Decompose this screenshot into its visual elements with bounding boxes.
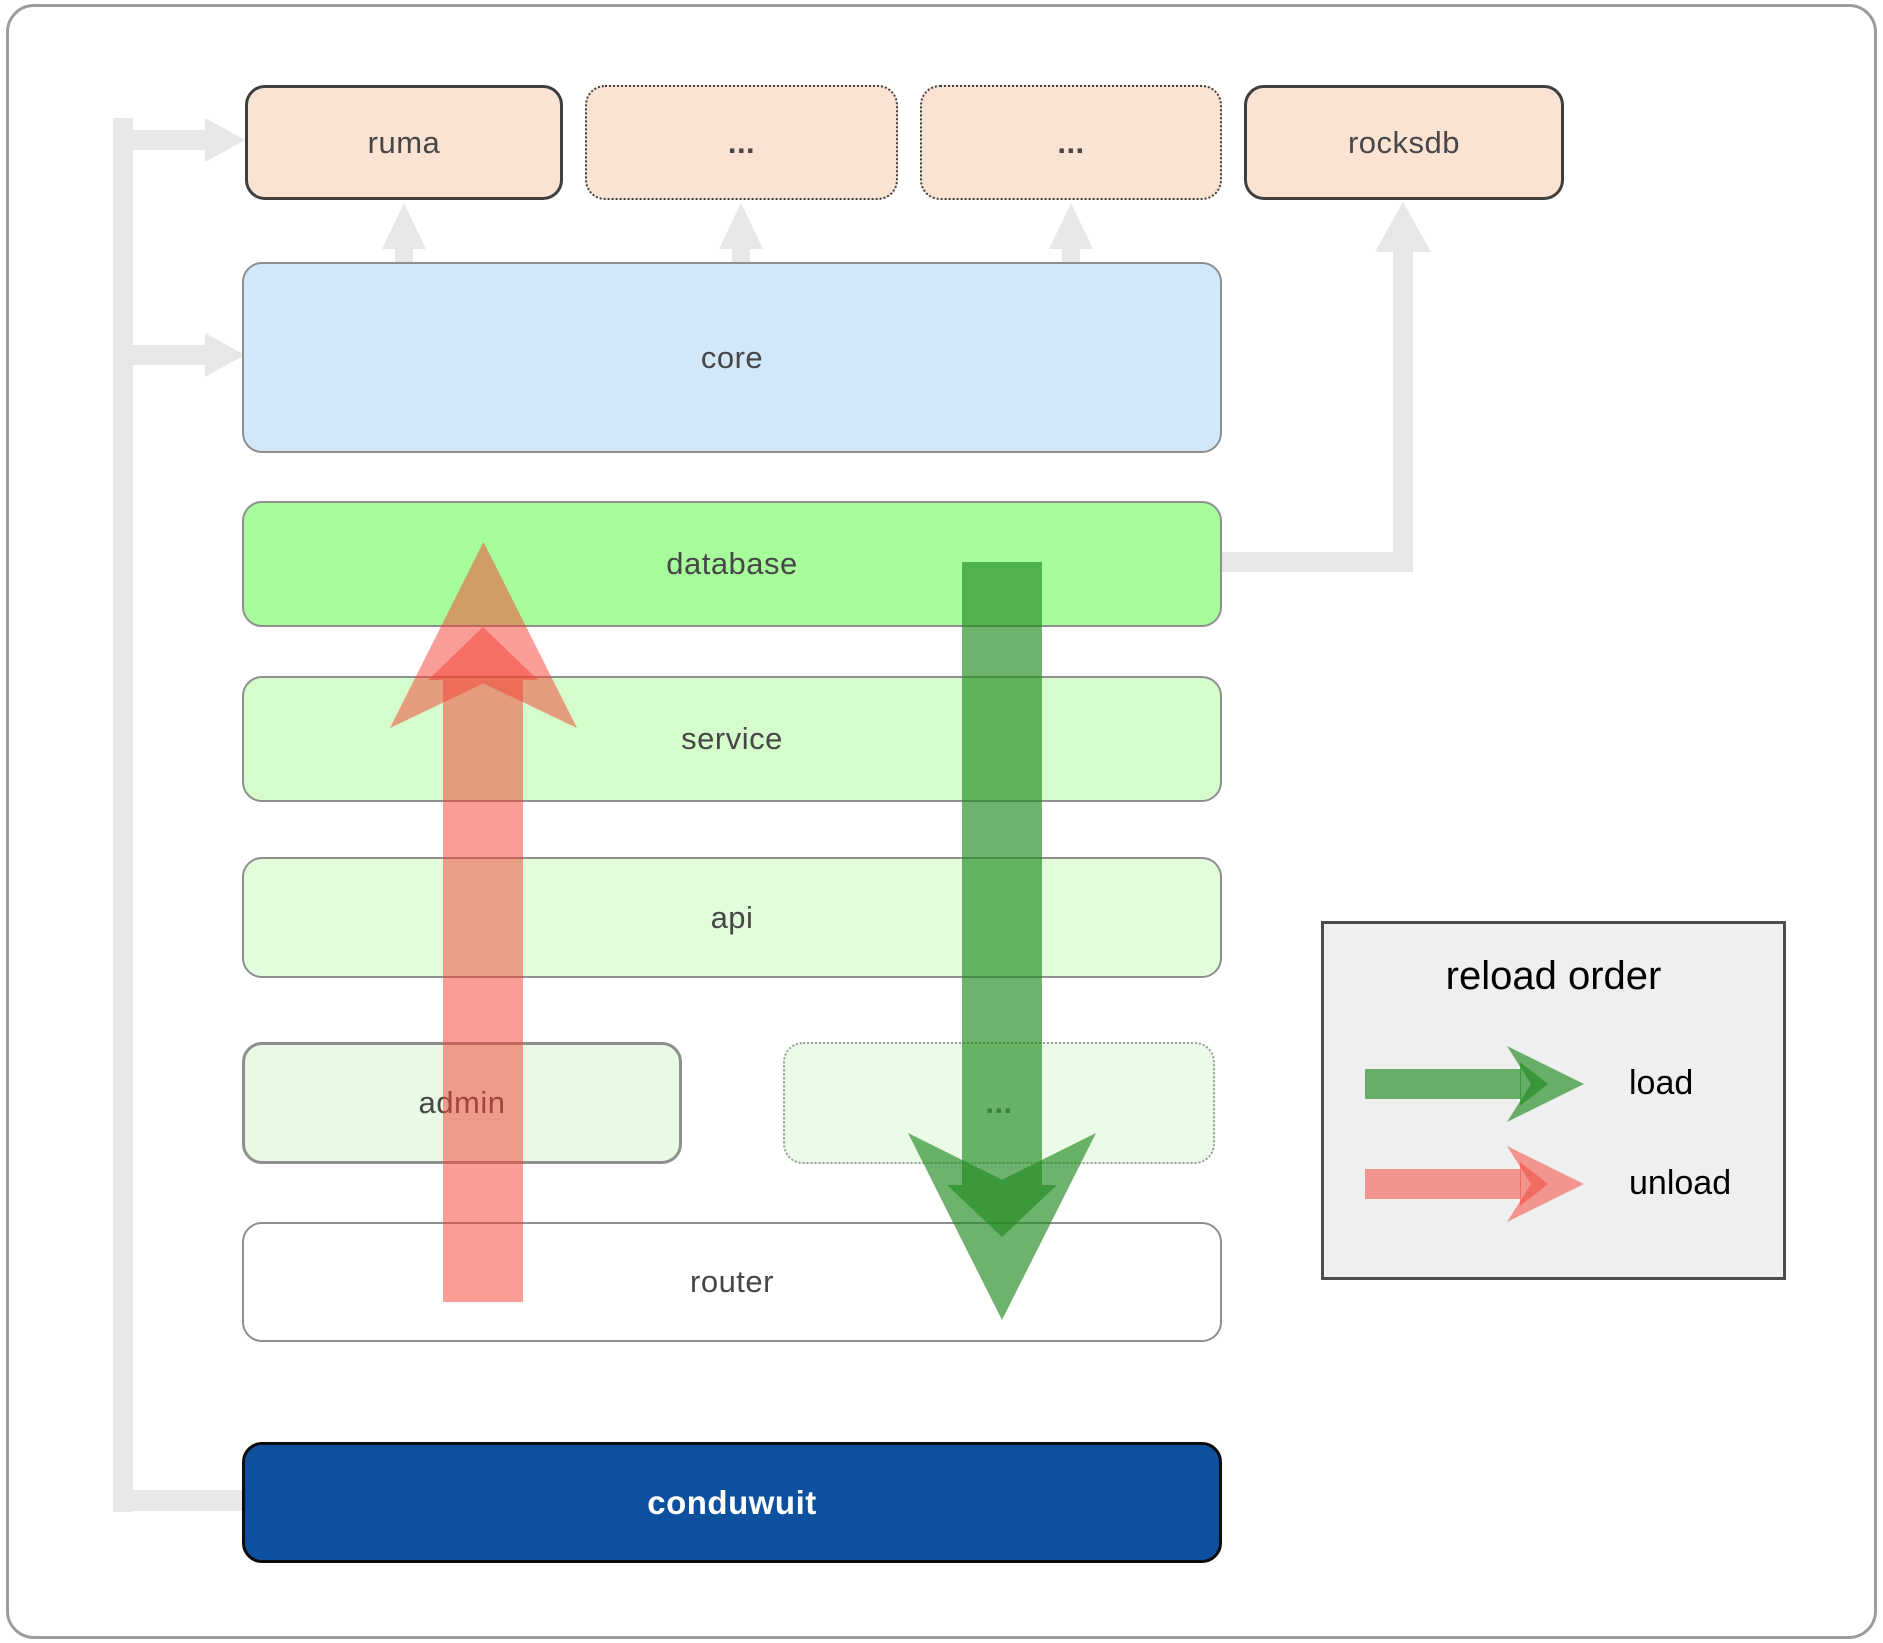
node-ruma-label: ruma — [367, 124, 441, 160]
legend: reload order load unload — [1321, 921, 1786, 1280]
node-core-label: core — [700, 339, 764, 375]
load-arrow-shaft — [962, 562, 1042, 1185]
node-rocksdb-label: rocksdb — [1347, 124, 1461, 160]
node-ellipsis-top-1-label: ... — [727, 124, 756, 160]
legend-load-arrow-shaft — [1365, 1069, 1521, 1099]
legend-unload-arrow-shaft — [1365, 1169, 1521, 1199]
node-ruma: ruma — [245, 85, 563, 200]
node-ellipsis-top-1: ... — [585, 85, 898, 200]
legend-title: reload order — [1445, 954, 1662, 998]
node-router-label: router — [690, 1264, 774, 1299]
node-rocksdb: rocksdb — [1244, 85, 1564, 200]
node-service-label: service — [681, 721, 783, 756]
core-to-ellipsis2-arrow-shaft — [1062, 246, 1080, 264]
node-service: service — [242, 676, 1222, 802]
node-ellipsis-top-2: ... — [920, 85, 1222, 200]
database-to-rocksdb-connector-vertical — [1393, 250, 1413, 572]
node-api-label: api — [710, 899, 754, 935]
node-core: core — [242, 262, 1222, 453]
database-to-rocksdb-connector-horizontal — [1222, 552, 1413, 572]
legend-load-label: load — [1629, 1064, 1694, 1102]
node-conduwuit: conduwuit — [242, 1442, 1222, 1563]
node-api: api — [242, 857, 1222, 978]
node-conduwuit-label: conduwuit — [647, 1483, 817, 1521]
node-router: router — [242, 1222, 1222, 1342]
node-database: database — [242, 501, 1222, 627]
conduwuit-connector-elbow — [113, 1490, 243, 1511]
node-database-label: database — [666, 546, 798, 581]
connector-to-ruma-shaft — [133, 130, 207, 150]
conduwuit-left-connector-line — [113, 118, 133, 1512]
core-to-ellipsis1-arrow-shaft — [732, 246, 750, 264]
unload-arrow-shaft — [443, 680, 523, 1302]
legend-unload-label: unload — [1629, 1164, 1732, 1202]
core-to-ruma-arrow-shaft — [395, 246, 413, 264]
node-ellipsis-top-2-label: ... — [1057, 124, 1085, 160]
connector-to-core-shaft — [133, 345, 207, 365]
outer-frame — [6, 4, 1877, 1639]
